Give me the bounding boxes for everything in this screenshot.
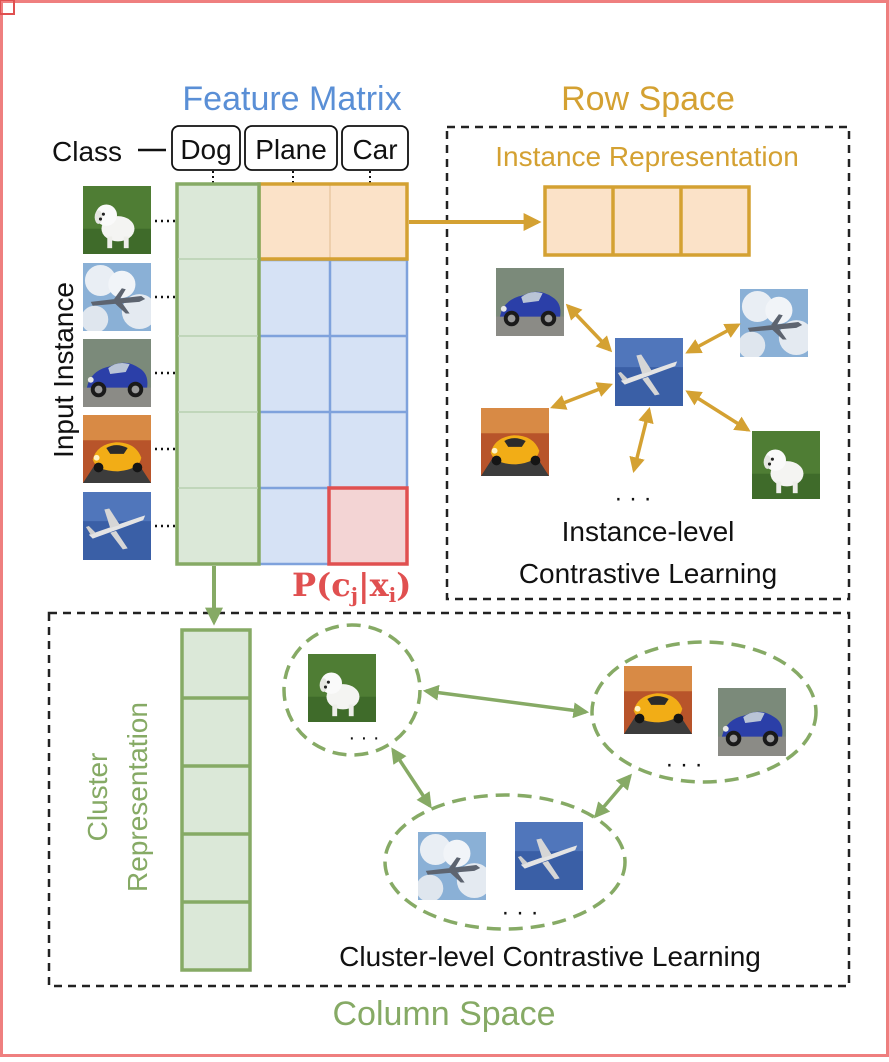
dog-cluster [282,623,422,757]
formula-p: P [292,566,316,604]
class-label: Class [52,136,122,167]
corner-marker [0,0,15,15]
cluster-blue-car-icon [718,688,786,756]
row-space-title: Row Space [561,80,735,118]
cluster-level-label: Cluster-level Contrastive Learning [339,941,761,972]
instance-contrast-arrows [550,303,751,474]
input-dog-icon [83,186,151,254]
class-box-car [341,125,409,171]
class-box-plane [244,125,338,171]
input-plane-cloud-icon [83,263,151,331]
column-space-title: Column Space [332,995,555,1033]
cluster-representation-vector [180,628,252,972]
instance-ellipsis: · · · [614,485,651,512]
formula-close: ) [396,566,411,604]
car-cluster [590,640,818,784]
neighbor-plane-cloud-icon [740,289,808,357]
instance-level-line2: Contrastive Learning [519,558,777,589]
class-car: Car [352,134,397,165]
instance-representation-vector [543,185,751,257]
cluster-plane-cloud-icon [418,832,486,900]
feature-matrix [175,182,409,566]
class-box-dog [171,125,241,171]
input-instance-label: Input Instance [48,282,79,458]
cluster-dog-icon [308,654,376,722]
dog-cluster-ellipsis: · · · [348,727,379,749]
instance-representation-label: Instance Representation [495,141,799,172]
neighbor-dog-icon [752,431,820,499]
row-space-panel [445,125,851,601]
cluster-orange-car-icon [624,666,692,734]
column-highlight [175,182,261,566]
class-plane: Plane [255,134,327,165]
probability-cell [327,486,409,566]
formula-open: ( [316,566,331,604]
formula-j: j [349,583,358,607]
column-space-panel [47,611,851,988]
instance-connectors [155,219,176,528]
input-plane-sky-icon [83,492,151,560]
class-dog: Dog [180,134,231,165]
cluster-plane-sky-icon [515,822,583,890]
plane-cluster [383,793,627,931]
anchor-plane-icon [615,338,683,406]
car-cluster-ellipsis: · · · [665,751,702,778]
formula-c: c [331,566,350,604]
probability-formula: P(cj|xi) [292,566,411,607]
feature-matrix-title: Feature Matrix [182,80,401,118]
cluster-rep-line1: Cluster [82,753,113,842]
input-blue-car-icon [83,339,151,407]
cluster-rep-line2: Representation [122,702,153,892]
instance-level-line1: Instance-level [562,516,735,547]
cluster-contrast-arrows [391,684,633,819]
formula-bar: | [358,566,370,604]
neighbor-orange-car-icon [481,408,549,476]
formula-x: x [370,566,390,604]
neighbor-blue-car-icon [496,268,564,336]
input-orange-car-icon [83,415,151,483]
formula-i: i [389,583,397,607]
plane-cluster-ellipsis: · · · [501,899,538,926]
